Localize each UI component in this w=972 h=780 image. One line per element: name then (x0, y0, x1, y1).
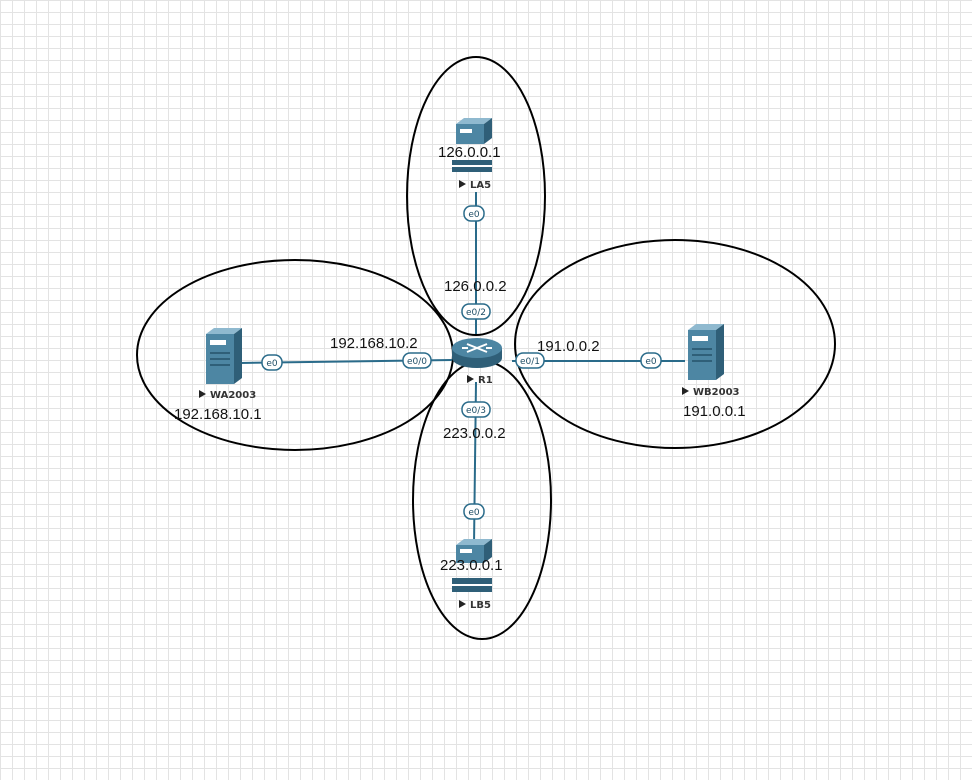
port-wb2003-e0[interactable]: e0 (640, 352, 662, 369)
tower-server-icon (688, 324, 724, 380)
node-label-r1: R1 (478, 375, 493, 386)
port-r1-e0-0[interactable]: e0/0 (402, 352, 432, 369)
network-ellipse-right (514, 239, 836, 449)
device-wa2003[interactable]: WA2003 192.168.10.1 (174, 328, 262, 423)
port-lb5-e0[interactable]: e0 (463, 503, 485, 520)
ip-lb5: 223.0.0.1 (440, 557, 503, 574)
ip-la5: 126.0.0.1 (438, 144, 501, 161)
tower-server-icon (206, 328, 242, 384)
port-label: e0 (468, 508, 480, 518)
ip-r1-left: 192.168.10.2 (330, 335, 418, 352)
port-label: e0 (645, 357, 657, 367)
node-label-wb2003: WB2003 (693, 387, 740, 398)
play-icon (459, 180, 466, 188)
node-label-wa2003: WA2003 (210, 390, 256, 401)
router-r1[interactable]: R1 (452, 338, 502, 386)
network-ellipse-top (406, 56, 546, 336)
port-label: e0/3 (466, 406, 486, 416)
device-wb2003[interactable]: WB2003 191.0.0.1 (682, 324, 746, 420)
play-icon (199, 390, 206, 398)
play-icon (467, 375, 474, 383)
port-label: e0/0 (407, 357, 427, 367)
node-label-lb5: LB5 (470, 600, 491, 611)
router-icon (452, 338, 502, 368)
server-icon (452, 118, 492, 172)
port-r1-e0-2[interactable]: e0/2 (461, 303, 491, 320)
ip-wb2003: 191.0.0.1 (683, 403, 746, 420)
ip-r1-top: 126.0.0.2 (444, 278, 507, 295)
play-icon (459, 600, 466, 608)
device-la5[interactable]: 126.0.0.1 LA5 (438, 118, 501, 191)
ip-r1-bottom: 223.0.0.2 (443, 425, 506, 442)
ip-wa2003: 192.168.10.1 (174, 406, 262, 423)
play-icon (682, 387, 689, 395)
port-r1-e0-3[interactable]: e0/3 (461, 401, 491, 418)
port-la5-e0[interactable]: e0 (463, 205, 485, 222)
port-label: e0/1 (520, 357, 540, 367)
node-label-la5: LA5 (470, 180, 491, 191)
port-label: e0/2 (466, 308, 486, 318)
ip-r1-right: 191.0.0.2 (537, 338, 600, 355)
device-lb5[interactable]: 223.0.0.1 LB5 (440, 539, 503, 611)
server-icon (452, 539, 492, 592)
port-label: e0 (266, 359, 278, 369)
port-r1-e0-1[interactable]: e0/1 (515, 352, 545, 369)
port-label: e0 (468, 210, 480, 220)
port-wa2003-e0[interactable]: e0 (261, 354, 283, 371)
